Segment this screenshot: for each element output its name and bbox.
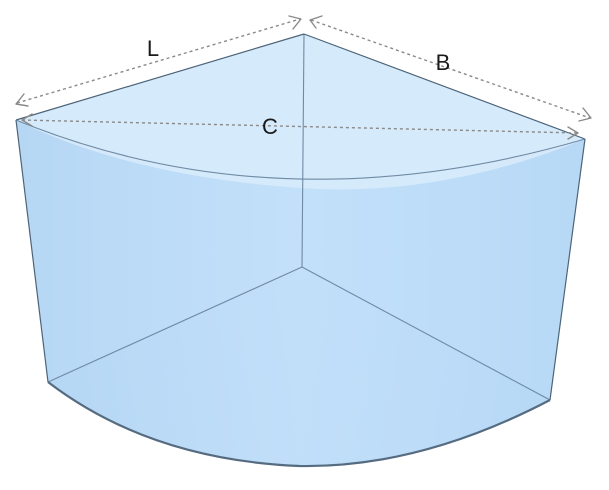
bottom-left-radial-edge [47, 266, 303, 383]
label-b: B [436, 50, 451, 75]
top-left-edge [15, 33, 305, 121]
label-l: L [147, 36, 159, 61]
top-arc-edge [15, 119, 586, 180]
dimension-b: B [309, 15, 592, 122]
label-c: C [262, 114, 278, 139]
dimension-l: L [15, 15, 302, 107]
top-right-edge [303, 33, 586, 140]
curved-front-face [16, 120, 585, 467]
tank-top-surface [16, 34, 585, 190]
bottom-right-radial-edge [301, 266, 551, 401]
bottom-arc-edge [47, 381, 551, 468]
left-vertical-edge [15, 119, 49, 383]
right-vertical-edge [549, 138, 586, 401]
dimension-c: C [21, 113, 579, 140]
vertical-back-edge [301, 33, 305, 268]
